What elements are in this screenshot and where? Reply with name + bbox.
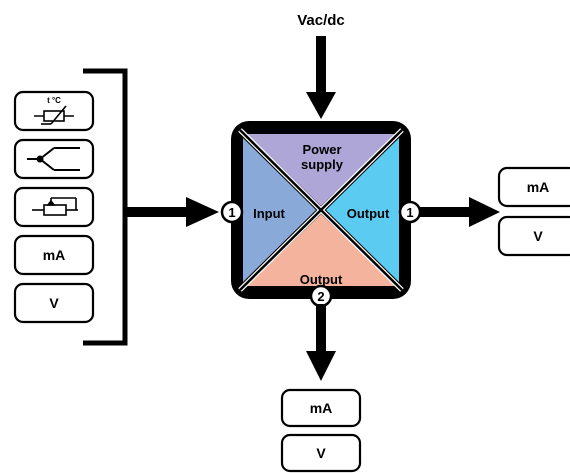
- thermoresistor-box: t °C: [13, 90, 95, 132]
- potentiometer-icon: [32, 197, 78, 216]
- output1-marker-number: 1: [406, 205, 413, 220]
- input-section: [243, 138, 316, 282]
- output1-ma-box: mA: [497, 166, 570, 208]
- output1-marker: 1: [398, 200, 422, 224]
- thermoresistor-icon: [34, 105, 74, 125]
- input-ma-label: mA: [43, 247, 66, 263]
- input-label: Input: [253, 206, 285, 221]
- potentiometer-box: [13, 186, 95, 228]
- input-arrow: [125, 197, 219, 227]
- output2-v-box: V: [280, 433, 362, 473]
- output1-v-label: V: [533, 228, 543, 244]
- input-v-box: V: [13, 282, 95, 324]
- input-marker: 1: [220, 200, 244, 224]
- power-supply-label-line2: supply: [301, 157, 344, 172]
- power-label: Vac/dc: [297, 12, 345, 29]
- output1-section: [326, 138, 399, 282]
- thermoresistor-label: t °C: [47, 96, 61, 105]
- output2-section: [247, 214, 396, 286]
- output2-marker: 2: [309, 284, 333, 308]
- output1-label: Output: [347, 206, 390, 221]
- output1-v-box: V: [497, 215, 570, 257]
- input-v-label: V: [49, 295, 59, 311]
- thermocouple-box: [13, 138, 95, 180]
- input-marker-number: 1: [228, 205, 235, 220]
- output2-v-label: V: [316, 445, 326, 461]
- output2-marker-number: 2: [317, 289, 324, 304]
- output1-arrow: [420, 197, 500, 227]
- output2-arrow: [306, 304, 336, 381]
- diagonal-line: [239, 129, 403, 291]
- input-ma-box: mA: [13, 234, 95, 276]
- power-supply-label-line1: Power: [302, 142, 341, 157]
- output1-ma-label: mA: [527, 179, 550, 195]
- power-arrow: [306, 36, 336, 119]
- power-supply-section: [247, 134, 396, 206]
- output2-ma-box: mA: [280, 388, 362, 428]
- output2-ma-label: mA: [310, 400, 333, 416]
- output2-label: Output: [300, 272, 343, 287]
- converter-block: Power supply Input Output Output 1 1 2: [220, 121, 422, 308]
- thermocouple-icon: [27, 147, 80, 171]
